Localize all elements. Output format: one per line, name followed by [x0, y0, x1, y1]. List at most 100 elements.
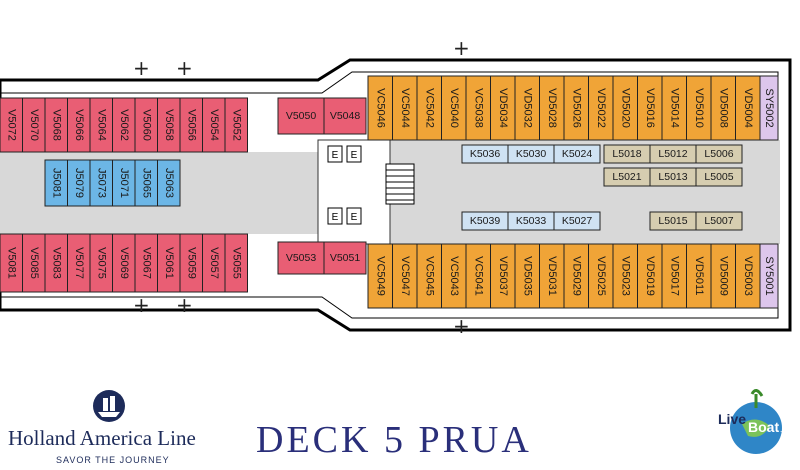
cabin-vc5046[interactable]: VC5046	[367, 75, 393, 141]
cabin-vd5016[interactable]: VD5016	[637, 75, 663, 141]
cabin-k5030[interactable]: K5030	[507, 144, 555, 164]
cabin-j5073[interactable]: J5073	[89, 159, 113, 207]
elevator-bank: E E E E	[327, 145, 362, 225]
cabin-v5066[interactable]: V5066	[67, 97, 91, 153]
cabin-label: J5073	[95, 168, 107, 198]
cabin-vd5003[interactable]: VD5003	[735, 243, 761, 309]
cabin-vd5034[interactable]: VD5034	[490, 75, 516, 141]
cabin-l5012[interactable]: L5012	[649, 144, 697, 164]
cabin-k5039[interactable]: K5039	[461, 211, 509, 231]
cabin-label: V5077	[73, 247, 85, 279]
cabin-l5007[interactable]: L5007	[695, 211, 743, 231]
cabin-v5083[interactable]: V5083	[44, 233, 68, 293]
cabin-vd5032[interactable]: VD5032	[514, 75, 540, 141]
cabin-v5068[interactable]: V5068	[44, 97, 68, 153]
cabin-sy5001[interactable]: SY5001	[759, 243, 779, 309]
cabin-v5070[interactable]: V5070	[22, 97, 46, 153]
cabin-v5085[interactable]: V5085	[22, 233, 46, 293]
cabin-label: V5083	[50, 247, 62, 279]
cabin-l5021[interactable]: L5021	[603, 167, 651, 187]
cabin-sy5002[interactable]: SY5002	[759, 75, 779, 141]
svg-text:.it: .it	[780, 425, 787, 434]
cabin-label: J5063	[163, 168, 175, 198]
cabin-v5055[interactable]: V5055	[224, 233, 248, 293]
cabin-vc5040[interactable]: VC5040	[441, 75, 467, 141]
cabin-vc5042[interactable]: VC5042	[416, 75, 442, 141]
cabin-label: V5085	[28, 247, 40, 279]
cabin-vd5014[interactable]: VD5014	[661, 75, 687, 141]
cabin-v5057[interactable]: V5057	[202, 233, 226, 293]
cabin-l5006[interactable]: L5006	[695, 144, 743, 164]
cabin-k5036[interactable]: K5036	[461, 144, 509, 164]
cabin-vd5010[interactable]: VD5010	[686, 75, 712, 141]
cabin-label: VD5029	[570, 256, 582, 296]
cabin-v5081[interactable]: V5081	[0, 233, 23, 293]
cabin-j5081[interactable]: J5081	[44, 159, 68, 207]
cabin-v5052[interactable]: V5052	[224, 97, 248, 153]
cabin-k5024[interactable]: K5024	[553, 144, 601, 164]
plus-icon: +	[453, 36, 470, 60]
cabin-v5069[interactable]: V5069	[112, 233, 136, 293]
cabin-l5018[interactable]: L5018	[603, 144, 651, 164]
cabin-label: VD5019	[644, 256, 656, 296]
cabin-vc5047[interactable]: VC5047	[392, 243, 418, 309]
cabin-vd5008[interactable]: VD5008	[710, 75, 736, 141]
cabin-v5075[interactable]: V5075	[89, 233, 113, 293]
cabin-j5065[interactable]: J5065	[134, 159, 158, 207]
cabin-vc5044[interactable]: VC5044	[392, 75, 418, 141]
cabin-v5054[interactable]: V5054	[202, 97, 226, 153]
cabin-vd5023[interactable]: VD5023	[612, 243, 638, 309]
cabin-j5071[interactable]: J5071	[112, 159, 136, 207]
cabin-vd5029[interactable]: VD5029	[563, 243, 589, 309]
cabin-vc5041[interactable]: VC5041	[465, 243, 491, 309]
cabin-v5061[interactable]: V5061	[157, 233, 181, 293]
cabin-v5064[interactable]: V5064	[89, 97, 113, 153]
cabin-label: V5072	[5, 109, 17, 141]
cabin-v5062[interactable]: V5062	[112, 97, 136, 153]
cabin-label: V5067	[140, 247, 152, 279]
cabin-vd5011[interactable]: VD5011	[686, 243, 712, 309]
cabin-label: L5005	[704, 171, 733, 183]
cabin-v5067[interactable]: V5067	[134, 233, 158, 293]
cabin-k5027[interactable]: K5027	[553, 211, 601, 231]
cabin-v5048[interactable]: V5048	[323, 97, 367, 135]
cabin-vd5022[interactable]: VD5022	[588, 75, 614, 141]
cabin-l5015[interactable]: L5015	[649, 211, 697, 231]
cabin-vc5045[interactable]: VC5045	[416, 243, 442, 309]
cabin-j5079[interactable]: J5079	[67, 159, 91, 207]
cabin-vc5038[interactable]: VC5038	[465, 75, 491, 141]
cabin-label: VD5017	[668, 256, 680, 296]
cabin-v5051[interactable]: V5051	[323, 241, 367, 275]
cabin-v5072[interactable]: V5072	[0, 97, 23, 153]
cabin-vd5026[interactable]: VD5026	[563, 75, 589, 141]
cabin-v5056[interactable]: V5056	[179, 97, 203, 153]
cabin-vc5043[interactable]: VC5043	[441, 243, 467, 309]
cabin-label: VD5020	[619, 88, 631, 128]
cabin-vd5028[interactable]: VD5028	[539, 75, 565, 141]
cabin-vc5049[interactable]: VC5049	[367, 243, 393, 309]
cabin-label: L5012	[658, 148, 687, 160]
cabin-vd5004[interactable]: VD5004	[735, 75, 761, 141]
cabin-v5050[interactable]: V5050	[277, 97, 325, 135]
cabin-vd5025[interactable]: VD5025	[588, 243, 614, 309]
cabin-vd5037[interactable]: VD5037	[490, 243, 516, 309]
cabin-v5058[interactable]: V5058	[157, 97, 181, 153]
cabin-vd5020[interactable]: VD5020	[612, 75, 638, 141]
cabin-vd5019[interactable]: VD5019	[637, 243, 663, 309]
cabin-v5053[interactable]: V5053	[277, 241, 325, 275]
cabin-vd5035[interactable]: VD5035	[514, 243, 540, 309]
cabin-label: V5062	[118, 109, 130, 141]
cabin-vd5031[interactable]: VD5031	[539, 243, 565, 309]
cabin-k5033[interactable]: K5033	[507, 211, 555, 231]
cabin-v5060[interactable]: V5060	[134, 97, 158, 153]
cabin-label: VD5022	[595, 88, 607, 128]
cabin-v5059[interactable]: V5059	[179, 233, 203, 293]
cabin-l5005[interactable]: L5005	[695, 167, 743, 187]
cabin-j5063[interactable]: J5063	[157, 159, 181, 207]
cabin-v5077[interactable]: V5077	[67, 233, 91, 293]
cabin-l5013[interactable]: L5013	[649, 167, 697, 187]
cabin-vd5017[interactable]: VD5017	[661, 243, 687, 309]
cabin-label: V5075	[95, 247, 107, 279]
cabin-label: V5051	[330, 252, 361, 264]
cabin-vd5009[interactable]: VD5009	[710, 243, 736, 309]
